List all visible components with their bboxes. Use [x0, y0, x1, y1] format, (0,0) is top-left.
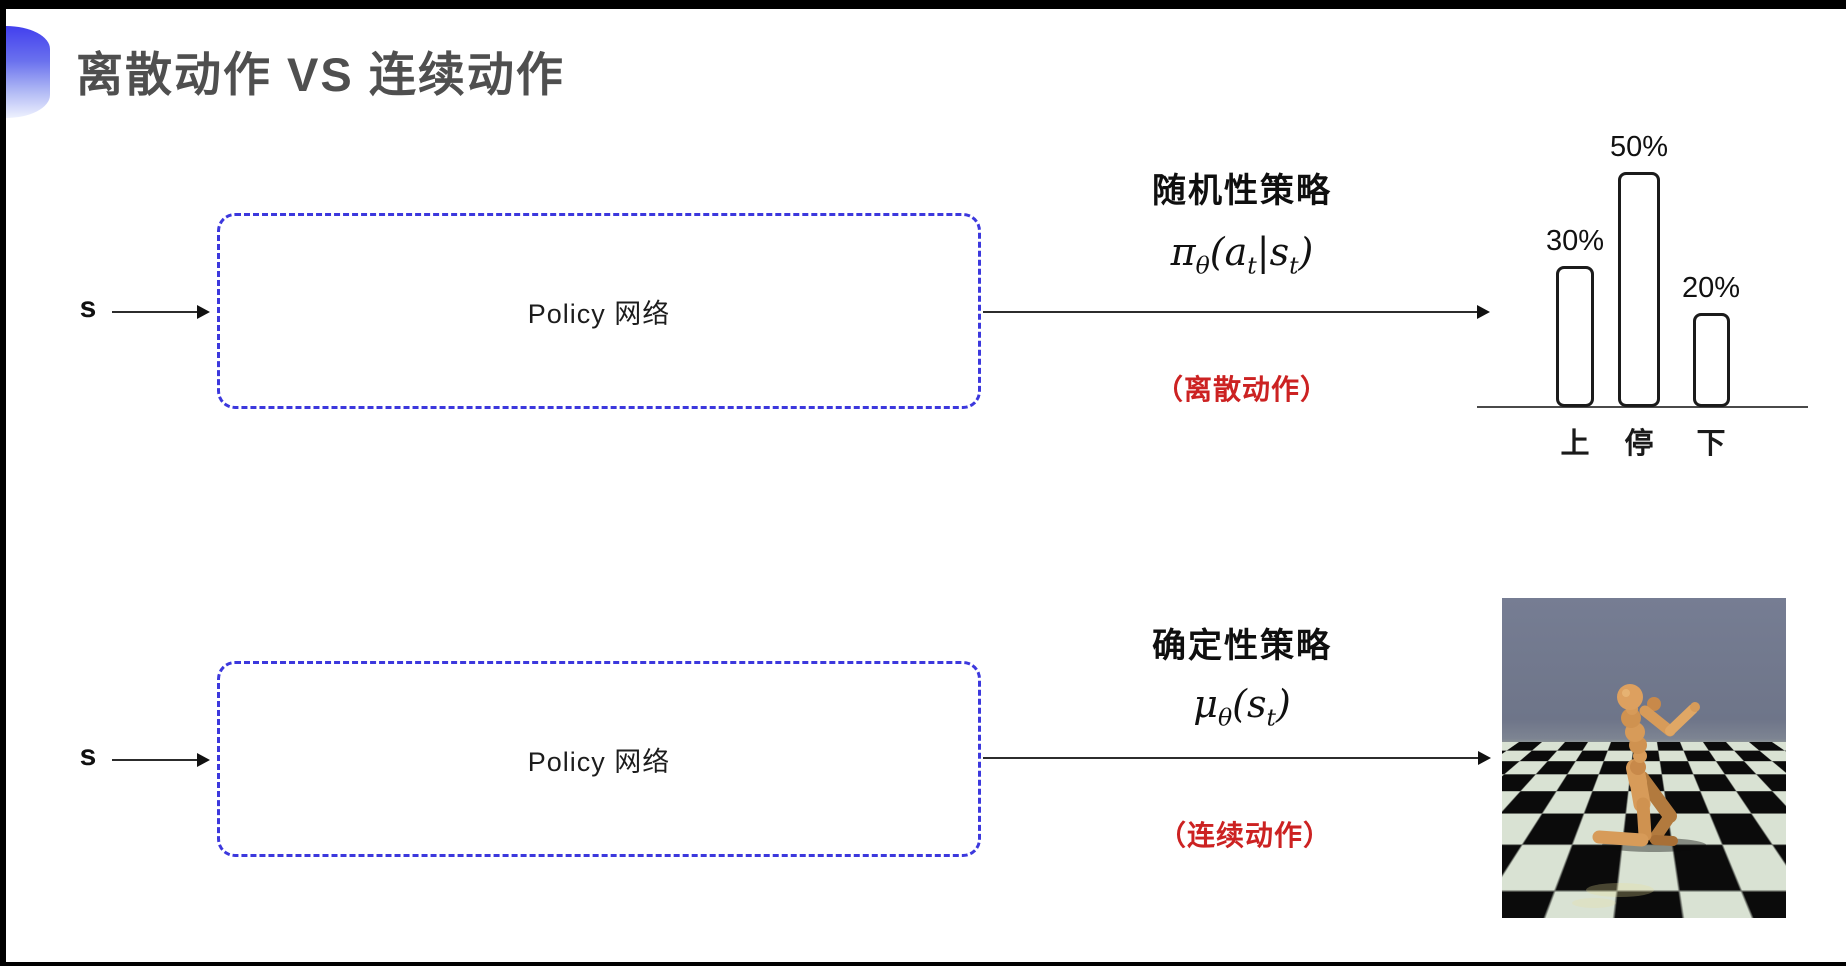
bar-value-label: 20% [1681, 272, 1741, 304]
formula-arg: s [1269, 230, 1290, 274]
chart-baseline [1477, 406, 1808, 408]
bottom-border [0, 962, 1846, 966]
arrow-policy-to-output-bottom [983, 751, 1491, 765]
policy-network-box-top: Policy 网络 [217, 213, 981, 409]
humanoid-simulation-image [1502, 598, 1786, 918]
formula-sub: θ [1195, 251, 1210, 280]
probability-bar [1618, 172, 1660, 407]
arrow-state-to-policy-top [112, 305, 210, 319]
bar-value-label: 30% [1545, 225, 1605, 257]
formula-base: π [1170, 230, 1196, 274]
probability-bar [1692, 313, 1730, 407]
stochastic-policy-title: 随机性策略 [1152, 172, 1332, 210]
formula-arg: a [1224, 230, 1248, 274]
input-state-label-bottom: s [79, 739, 97, 772]
formula-arg-sub: t [1266, 703, 1276, 732]
bar-category-label: 停 [1624, 428, 1654, 460]
bar-category-label: 下 [1696, 428, 1726, 460]
policy-network-box-bottom: Policy 网络 [217, 661, 981, 857]
deterministic-policy-title: 确定性策略 [1152, 627, 1332, 665]
bar-value-label: 50% [1609, 131, 1669, 163]
left-border [0, 0, 6, 966]
policy-network-label-bottom: Policy 网络 [527, 746, 671, 777]
stochastic-policy-formula: πθ(at|st) [1072, 230, 1412, 280]
formula-paren: ) [1275, 682, 1291, 726]
discrete-action-label: （离散动作） [1154, 374, 1329, 405]
page-title: 离散动作 VS 连续动作 [76, 48, 565, 101]
formula-base: μ [1193, 682, 1218, 726]
arrow-state-to-policy-bottom [112, 753, 210, 767]
top-border [0, 0, 1846, 9]
bar-category-label: 上 [1560, 428, 1590, 460]
arrow-policy-to-output-top [983, 305, 1490, 319]
action-probability-chart: 30% 上 50% 停 20% 下 [1477, 110, 1808, 460]
formula-sub: θ [1217, 703, 1233, 732]
deterministic-policy-formula: μθ(st) [1072, 682, 1412, 732]
formula-paren: ( [1209, 230, 1225, 274]
formula-arg: s [1246, 682, 1267, 726]
continuous-action-label: （连续动作） [1157, 820, 1332, 851]
formula-pipe: | [1256, 230, 1270, 274]
humanoid-robot-figure [1572, 684, 1706, 908]
probability-bar [1556, 266, 1594, 407]
formula-paren: ( [1232, 682, 1247, 726]
formula-arg-sub: t [1289, 251, 1299, 280]
input-state-label-top: s [79, 291, 97, 324]
formula-paren: ) [1298, 230, 1314, 274]
policy-network-label-top: Policy 网络 [527, 298, 671, 329]
formula-arg-sub: t [1247, 251, 1257, 280]
title-bullet-icon [6, 26, 50, 118]
